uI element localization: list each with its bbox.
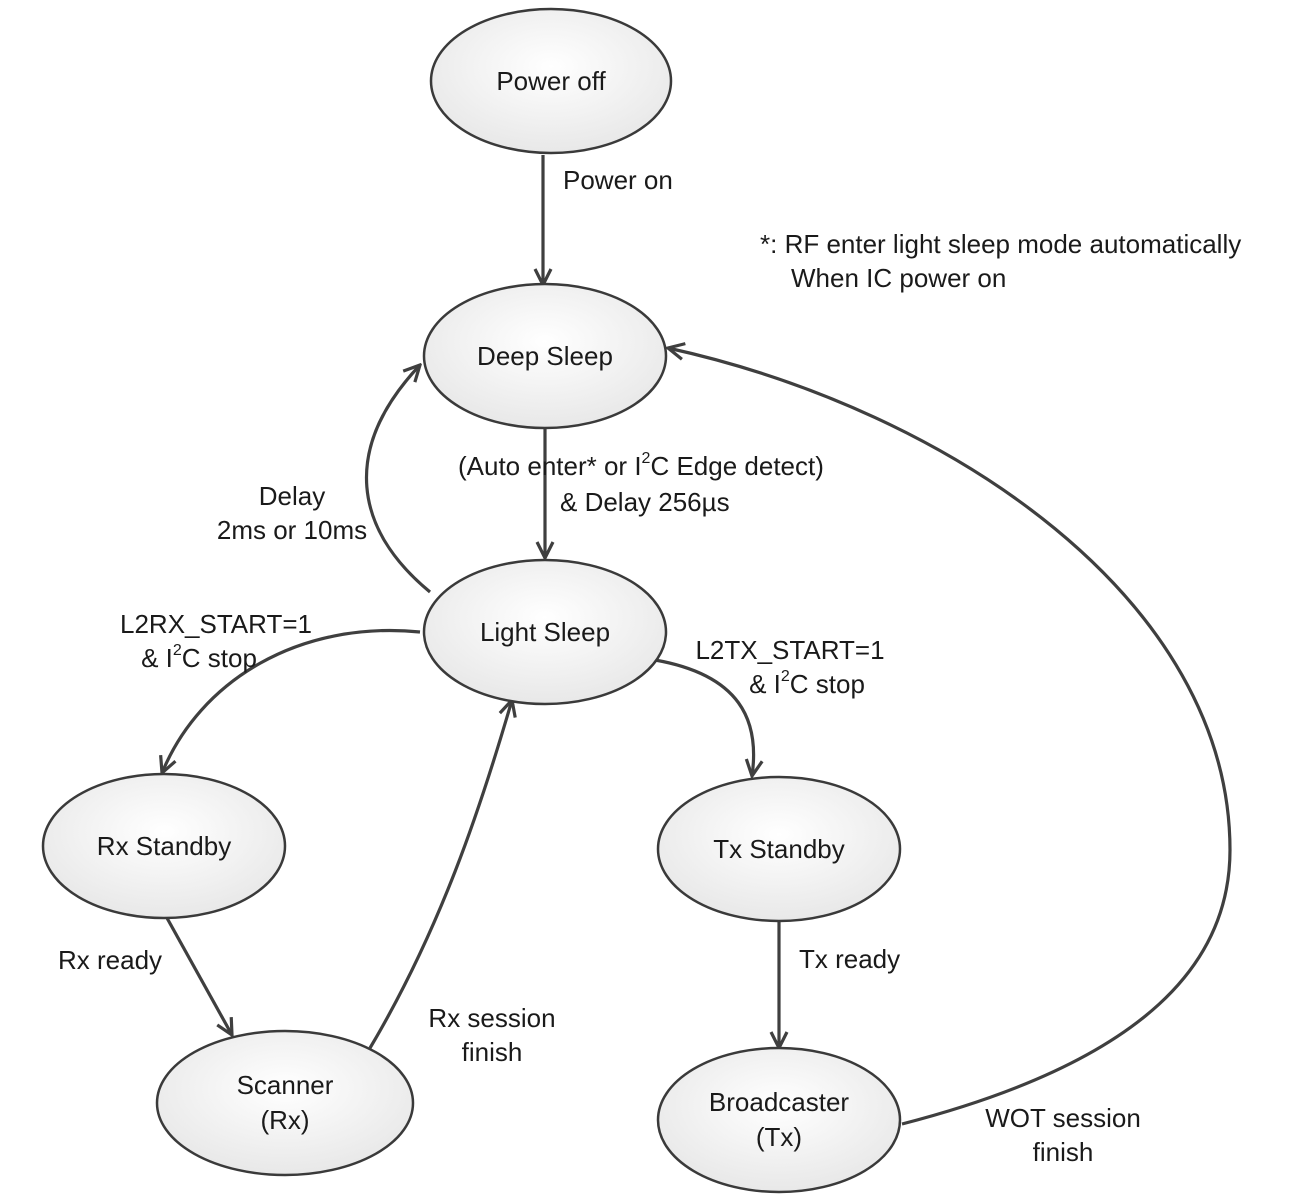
state-scanner-label-line1: Scanner — [237, 1070, 334, 1100]
state-broadcaster-label-line1: Broadcaster — [709, 1087, 850, 1117]
state-deep-sleep-label: Deep Sleep — [477, 341, 613, 371]
state-tx-standby-label: Tx Standby — [713, 834, 845, 864]
state-deep-sleep: Deep Sleep — [422, 282, 668, 430]
state-broadcaster-label-line2: (Tx) — [756, 1122, 802, 1152]
label-delay-line2: 2ms or 10ms — [217, 515, 367, 545]
state-power-off: Power off — [429, 7, 673, 155]
edge-light-to-tx-standby — [654, 658, 754, 776]
note-line2: When IC power on — [791, 263, 1006, 293]
state-light-sleep: Light Sleep — [422, 558, 668, 706]
note-line1: *: RF enter light sleep mode automatical… — [760, 229, 1241, 259]
edge-wot-session-finish — [668, 348, 1232, 1126]
label-delay-line1: Delay — [259, 481, 325, 511]
label-tx-ready: Tx ready — [799, 944, 900, 974]
edge-rx-ready — [165, 917, 232, 1035]
state-scanner-label-line2: (Rx) — [260, 1105, 309, 1135]
state-broadcaster: Broadcaster (Tx) — [656, 1046, 902, 1194]
label-rx-session-line1: Rx session — [428, 1003, 555, 1033]
state-light-sleep-label: Light Sleep — [480, 617, 610, 647]
label-power-on: Power on — [563, 165, 673, 195]
label-l2tx-line1: L2TX_START=1 — [695, 635, 884, 665]
label-auto-enter-line2: & Delay 256µs — [560, 487, 730, 517]
state-rx-standby-label: Rx Standby — [97, 831, 231, 861]
edge-rx-session-finish — [368, 700, 512, 1049]
edge-light-to-deep — [364, 365, 432, 594]
label-l2rx-line2: & I2C stop — [141, 642, 257, 673]
label-rx-session-line2: finish — [462, 1037, 523, 1067]
label-auto-enter-line1: (Auto enter* or I2C Edge detect) — [458, 450, 824, 481]
state-scanner: Scanner (Rx) — [155, 1029, 415, 1177]
label-l2rx-line1: L2RX_START=1 — [120, 609, 312, 639]
label-l2tx-line2: & I2C stop — [749, 668, 865, 699]
state-power-off-label: Power off — [496, 66, 606, 96]
label-rx-ready: Rx ready — [58, 945, 162, 975]
edge-light-to-rx-standby — [162, 628, 421, 773]
state-rx-standby: Rx Standby — [41, 772, 287, 920]
state-tx-standby: Tx Standby — [656, 775, 902, 923]
label-wot-session-line2: finish — [1033, 1137, 1094, 1167]
label-wot-session-line1: WOT session — [985, 1103, 1141, 1133]
